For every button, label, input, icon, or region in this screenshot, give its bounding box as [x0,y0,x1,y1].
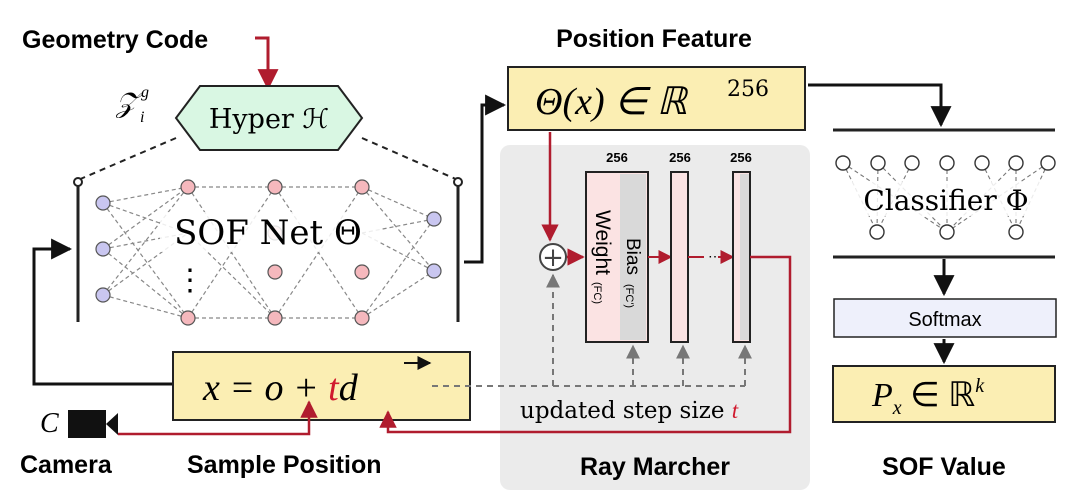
updated-step-label: updated step size t [520,398,739,424]
position-feature-dim: 256 [727,77,769,102]
sof-value-label: SOF Value [882,453,1006,481]
classifier-label-bg [850,182,1048,216]
geometry-code-label: Geometry Code [22,26,208,54]
classifier-nodes [835,155,1056,240]
hyper-network-label: Hyper ℋ [209,104,329,135]
sof-value-equation: Px ∈ ℝk [871,375,985,419]
ray-marcher-panel [500,145,810,490]
layer-3-bias-strip [740,174,749,340]
net-to-feature-arrow [464,94,507,264]
position-feature-box [507,66,806,131]
latent-code-sub: i [140,109,144,126]
layer-ellipsis: ⋯ [708,248,722,264]
gray-dashed-feedback [432,273,752,387]
sample-position-equation: x = o + td [202,367,359,409]
add-node [539,243,567,271]
geometry-code-arrow [255,36,279,91]
bias-fc-label: (FC') [623,284,635,308]
layer-2-box [670,171,689,343]
classifier-label: Classifier Φ [863,184,1028,217]
sample-position-label: Sample Position [187,451,381,479]
softmax-label: Softmax [908,309,981,331]
softmax-box [833,298,1057,338]
hyper-link-right [361,137,459,181]
sof-value-box [832,365,1056,423]
sample-to-net-arrow [32,238,172,386]
sof-net-output-nodes [426,211,442,279]
bias-label: Bias [622,238,643,275]
layer-dim-2: 256 [669,150,691,165]
hyper-network-box [174,85,364,151]
weight-label: Weight [591,210,614,275]
sof-net-edges [102,186,435,319]
layer-dim-1: 256 [606,150,628,165]
bias-layer-strip [620,174,646,340]
camera-to-origin-arrow [118,400,318,436]
sof-net-label-bg [160,212,380,252]
hyper-anchor-left [73,177,83,187]
camera-icon [68,410,118,438]
sof-net-label: SOF Net Θ [174,213,362,253]
latent-code-sup: g [141,84,149,101]
hyper-link-left [77,137,177,181]
hyper-anchor-right [453,177,463,187]
ray-marcher-label: Ray Marcher [580,453,730,481]
position-feature-title: Position Feature [556,25,752,53]
weight-fc-label: (FC) [591,282,603,304]
sof-net-ellipsis: ⋮ [175,263,205,298]
layer-dim-3: 256 [730,150,752,165]
camera-label: Camera [20,451,113,479]
step-size-feedback-arrow [379,255,792,434]
feature-to-classifier-arrow [808,83,952,128]
camera-symbol: C [40,408,59,439]
add-node-symbol: + [542,243,564,273]
sof-net-input-nodes [95,195,111,303]
position-feature-equation: Θ(x) ∈ ℝ [535,81,689,123]
sample-position-box [172,351,471,421]
